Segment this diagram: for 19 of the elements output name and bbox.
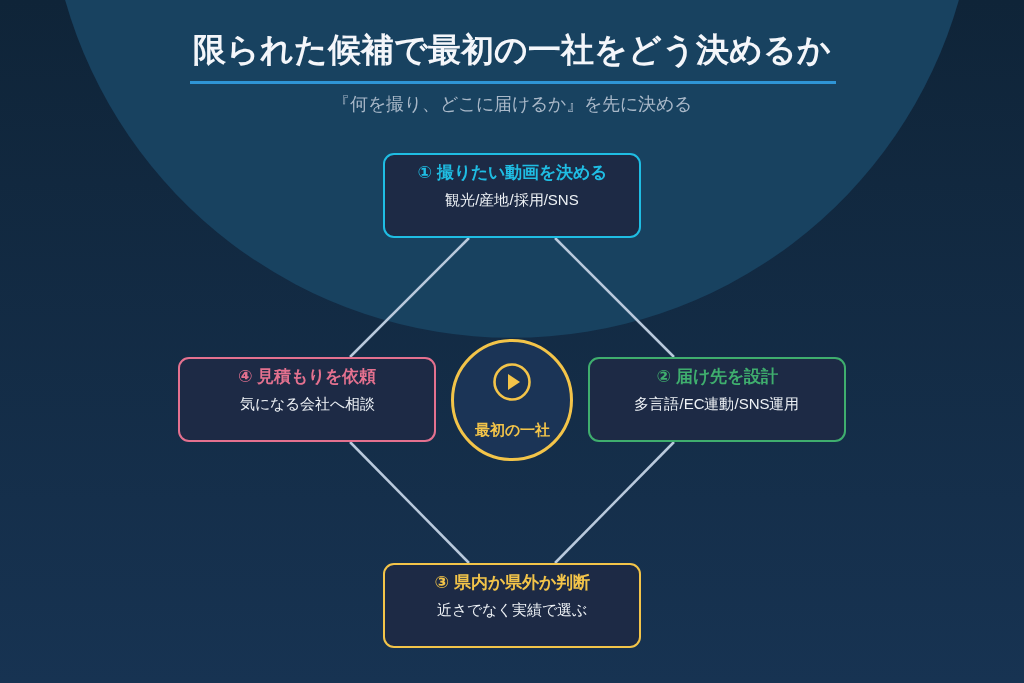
- step-text: 多言語/EC連動/SNS運用: [634, 394, 800, 414]
- step-heading: ② 届け先を設計: [656, 366, 778, 388]
- circle-label: 最初の一社: [474, 420, 550, 440]
- connector-line: [554, 441, 675, 564]
- step-box: [383, 563, 641, 648]
- title: 限られた候補で最初の一社をどう決めるか: [193, 30, 831, 70]
- step-text: 気になる会社へ相談: [239, 394, 375, 414]
- step-box: [178, 357, 436, 442]
- step-heading: ④ 見積もりを依頼: [237, 366, 377, 388]
- step-box: [383, 153, 641, 238]
- connector-line: [349, 237, 470, 358]
- step-heading: ③ 県内か県外か判断: [434, 572, 590, 594]
- step-text: 観光/産地/採用/SNS: [445, 190, 579, 210]
- connector-line: [349, 441, 470, 564]
- step-box: [588, 357, 846, 442]
- subtitle: 『何を撮り、どこに届けるか』を先に決める: [332, 93, 692, 116]
- step-text: 近さでなく実績で選ぶ: [437, 600, 587, 620]
- connector-line: [554, 237, 675, 358]
- step-heading: ① 撮りたい動画を決める: [417, 162, 607, 184]
